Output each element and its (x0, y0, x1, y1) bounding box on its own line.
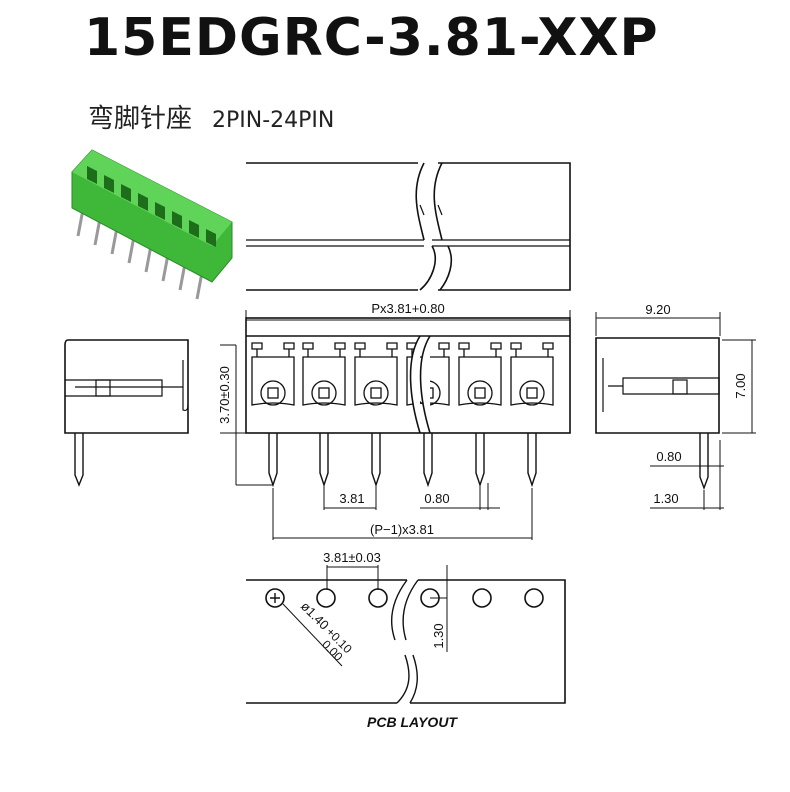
dim-side-pin-width: 0.80 (656, 449, 681, 464)
terminal-pin (354, 342, 398, 488)
photo-slot (87, 166, 97, 184)
dim-height-front: 3.70±0.30 (217, 366, 232, 424)
dim-pin-span: (P−1)x3.81 (370, 522, 434, 537)
dim-depth: 9.20 (645, 302, 670, 317)
photo-slot (189, 220, 199, 238)
pcb-hole (265, 588, 285, 608)
dim-hole-diameter: ø1.40 +0.10 0.00 (298, 599, 355, 665)
subtitle-name: 弯脚针座 (88, 104, 193, 134)
front-view (245, 310, 571, 488)
dim-pcb-offset: 1.30 (431, 623, 446, 648)
subtitle: 弯脚针座 2PIN-24PIN (88, 98, 334, 135)
photo-slot (138, 193, 148, 211)
dim-pitch: 3.81 (339, 491, 364, 506)
terminal-pin (251, 342, 295, 488)
photo-slot (104, 175, 114, 193)
photo-slot (206, 229, 216, 247)
left-side-view (64, 339, 189, 487)
photo-slot (121, 184, 131, 202)
pcb-hole (524, 588, 544, 608)
photo-slot (172, 211, 182, 229)
product-title: 15EDGRC-3.81-XXP (84, 8, 659, 68)
pcb-hole (368, 588, 388, 608)
pcb-layout-label: PCB LAYOUT (367, 714, 458, 730)
terminal-pin (302, 342, 346, 488)
dim-side-pin-offset: 1.30 (653, 491, 678, 506)
terminal-pin (510, 342, 554, 488)
pcb-hole (472, 588, 492, 608)
dim-pin-width: 0.80 (424, 491, 449, 506)
right-side-view (595, 312, 756, 510)
pin-range: 2PIN-24PIN (212, 108, 335, 133)
pcb-layout (246, 565, 566, 704)
dim-pcb-pitch: 3.81±0.03 (323, 550, 381, 565)
hole-diameter: ø1.40 (298, 599, 332, 633)
dim-height-side: 7.00 (733, 373, 748, 398)
top-view (246, 162, 571, 291)
dim-total-length: Px3.81+0.80 (371, 301, 444, 316)
pcb-hole (316, 588, 336, 608)
product-photo (71, 149, 233, 300)
terminal-pin (458, 342, 502, 488)
photo-slot (155, 202, 165, 220)
